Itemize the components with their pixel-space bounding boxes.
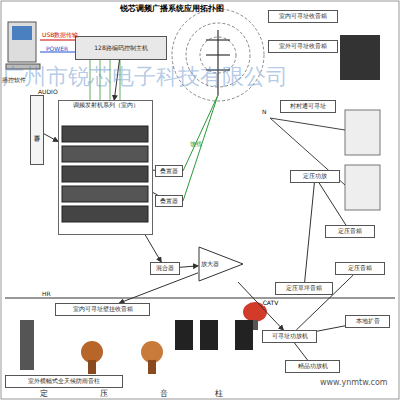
signal-label: POWER bbox=[46, 45, 68, 52]
mixer-box: 混合器 bbox=[150, 262, 180, 275]
diagram-title: 锐芯调频广播系统应用拓扑图 bbox=[120, 3, 224, 14]
connector bbox=[305, 183, 315, 282]
local-pa-box: 本地扩音 bbox=[345, 315, 390, 328]
connector bbox=[319, 183, 346, 225]
edge-label: CATV bbox=[263, 299, 279, 306]
receiver-cabinet bbox=[345, 110, 380, 155]
connector bbox=[145, 235, 161, 262]
feeder-label: 馈线 bbox=[190, 140, 202, 149]
connector bbox=[317, 326, 345, 331]
node-text: 室外横幅式全天候防雨音柱 bbox=[28, 378, 100, 385]
node-text: 精品功放机 bbox=[298, 363, 328, 370]
connector bbox=[119, 273, 198, 303]
triangle-shape bbox=[199, 247, 243, 281]
node-text: 调频发射机系列（室内） bbox=[72, 101, 140, 110]
mushroom-speaker bbox=[81, 341, 103, 374]
watermark-url: www.ynmtw.com bbox=[320, 378, 388, 387]
signal-label: USB数据传输 bbox=[42, 31, 78, 40]
combiner-box: 叠置器 bbox=[155, 165, 183, 177]
node-text: 室外可寻址收音箱 bbox=[279, 43, 327, 50]
receiver-cabinet bbox=[345, 165, 380, 210]
count-label: N bbox=[262, 108, 267, 115]
column-speaker bbox=[20, 320, 34, 370]
node-text: 定压音箱 bbox=[348, 265, 372, 272]
caption-char: 音 bbox=[160, 388, 168, 399]
node-text: 定压功放 bbox=[303, 173, 327, 180]
box-speaker bbox=[200, 320, 218, 350]
mushroom-speaker bbox=[141, 341, 163, 374]
node-text: 叠置器 bbox=[160, 168, 178, 175]
amplifier-box: 可寻址功放机 bbox=[262, 330, 317, 343]
amplifier-triangle: 放大器 bbox=[198, 246, 244, 282]
connector bbox=[180, 266, 198, 267]
box-speaker bbox=[235, 320, 253, 350]
receiver-box: 室内可寻址壁挂收音箱 bbox=[55, 303, 150, 316]
node-text: 混合器 bbox=[156, 265, 174, 272]
signal-wire bbox=[270, 118, 345, 185]
combiner-box: 叠置器 bbox=[155, 195, 183, 207]
pc-tower bbox=[8, 22, 36, 62]
control-host: 128路编码控制主机 bbox=[75, 36, 167, 60]
caption-char: 压 bbox=[100, 388, 108, 399]
connector bbox=[294, 343, 307, 360]
speaker-box: 定压音箱 bbox=[325, 225, 375, 238]
node-text: 本地扩音 bbox=[356, 318, 380, 325]
usb-wire bbox=[40, 40, 75, 41]
caption-char: 柱 bbox=[215, 388, 223, 399]
box-speaker bbox=[175, 320, 193, 350]
amplifier-box: 定压功放 bbox=[290, 170, 340, 183]
node-text: 放大器 bbox=[201, 261, 219, 268]
feeder-line bbox=[183, 95, 218, 171]
signal-label: HR bbox=[42, 290, 51, 297]
transmitter-rack: 调频发射机系列（室内） bbox=[58, 100, 153, 235]
receiver-box: 室外可寻址收音箱 bbox=[268, 40, 338, 53]
connector bbox=[44, 134, 58, 142]
receiver-box: 村村通可寻址 bbox=[280, 100, 336, 113]
receiver-cabinet bbox=[340, 35, 380, 80]
bus-line bbox=[5, 297, 395, 298]
lawn-speaker-box: 定压草坪音箱 bbox=[275, 282, 333, 295]
pc-screen bbox=[12, 26, 32, 40]
caption-char: 定 bbox=[40, 388, 48, 399]
node-text: 定压音箱 bbox=[338, 228, 362, 235]
receiver-box: 室内可寻址收音箱 bbox=[268, 10, 338, 23]
transmitter-units bbox=[62, 126, 148, 222]
node-text: 定压草坪音箱 bbox=[286, 285, 322, 292]
node-text: 128路编码控制主机 bbox=[94, 45, 147, 52]
amplifier-box: 精品功放机 bbox=[285, 360, 340, 373]
node-text: 叠置器 bbox=[160, 198, 178, 205]
node-text: 村村通可寻址 bbox=[290, 103, 326, 110]
node-text: 室内可寻址收音箱 bbox=[279, 13, 327, 20]
audio-source: 音源 bbox=[30, 95, 44, 165]
speaker-box: 定压音箱 bbox=[335, 262, 385, 275]
watermark: 广州市锐芯电子科技有限公司 bbox=[2, 62, 288, 92]
column-speaker-box: 室外横幅式全天候防雨音柱 bbox=[5, 375, 123, 388]
signal-label: AUDIO bbox=[38, 88, 58, 95]
node-text: 室内可寻址壁挂收音箱 bbox=[73, 306, 133, 313]
node-text: 可寻址功放机 bbox=[272, 333, 308, 340]
feeder-line bbox=[183, 95, 218, 201]
